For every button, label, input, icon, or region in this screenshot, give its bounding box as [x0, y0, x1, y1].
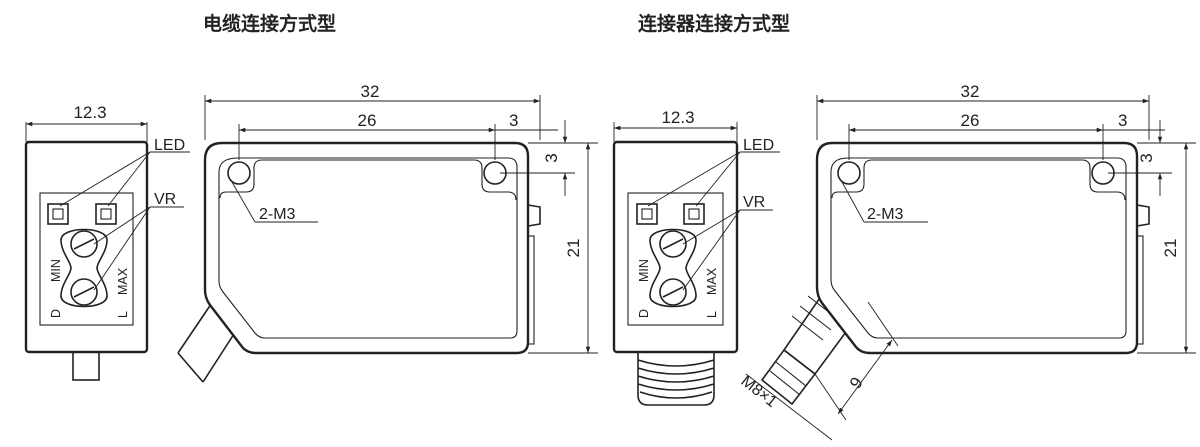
front-housing — [24, 140, 149, 354]
cable-stub — [72, 351, 100, 381]
connector-thread-dimension-line — [745, 373, 833, 441]
min-label: MIN — [637, 259, 651, 282]
front-width-label: 12.3 — [661, 108, 694, 127]
led-indicator-1 — [47, 203, 69, 225]
led-indicator-2 — [95, 203, 117, 225]
d-label: D — [49, 309, 63, 318]
max-label: MAX — [116, 267, 130, 295]
height-label: 21 — [564, 239, 583, 258]
connector-front-view: 12.3 MIN D MAX L LED VR — [612, 108, 780, 406]
hole-callout-label: 2-M3 — [259, 206, 296, 223]
connector-type-panel: 连接器连接方式型 12.3 MIN D MAX L LED — [612, 12, 1196, 441]
hole-spacing-label: 26 — [961, 111, 980, 130]
height-label: 21 — [1161, 239, 1180, 258]
connector-thread-label: M8×1 — [738, 373, 780, 411]
connector-length-dimension-line — [837, 339, 893, 415]
d-label: D — [637, 309, 651, 318]
hole-offset-label: 3 — [542, 153, 561, 162]
hole-callout-label: 2-M3 — [867, 206, 904, 223]
cable-front-view: 12.3 MIN D MAX L LED VR — [24, 103, 190, 381]
front-width-label: 12.3 — [73, 103, 106, 122]
mount-hole-left — [227, 161, 251, 185]
edge-offset-label: 3 — [1118, 111, 1127, 130]
side-latch — [1136, 204, 1150, 227]
led-callout-label: LED — [743, 137, 774, 154]
hole-offset-label: 3 — [1137, 153, 1156, 162]
vr-callout-label: VR — [743, 194, 765, 211]
max-label: MAX — [705, 267, 719, 295]
side-housing — [203, 141, 530, 355]
vr-callout-label: VR — [154, 191, 176, 208]
control-panel-recess — [627, 192, 724, 326]
side-latch — [527, 204, 541, 227]
vr-knob-top — [659, 230, 687, 258]
led-callout-label: LED — [154, 137, 185, 154]
connector-plug-front — [637, 352, 715, 406]
side-housing — [815, 141, 1139, 355]
led-indicator-2 — [683, 203, 705, 225]
l-label: L — [116, 311, 130, 318]
connector-length-label: 9 — [846, 374, 867, 393]
vr-knob-bottom — [70, 278, 98, 306]
control-panel-recess — [39, 192, 134, 326]
overall-width-label: 32 — [961, 82, 980, 101]
vr-knob-top — [70, 230, 98, 258]
adjuster-frame — [60, 228, 108, 308]
adjuster-frame — [649, 228, 697, 308]
cable-side-view: 2-M3 32 26 3 3 21 — [177, 82, 598, 383]
led-indicator-1 — [636, 203, 658, 225]
edge-offset-label: 3 — [509, 111, 518, 130]
connector-type-title: 连接器连接方式型 — [638, 12, 790, 35]
cable-type-panel: 电缆连接方式型 12.3 MIN D MAX L LED — [24, 12, 598, 383]
front-housing — [612, 140, 739, 354]
cable-type-title: 电缆连接方式型 — [203, 12, 336, 35]
min-label: MIN — [49, 259, 63, 282]
l-label: L — [705, 311, 719, 318]
mount-hole-left — [837, 161, 861, 185]
overall-width-label: 32 — [361, 82, 380, 101]
hole-spacing-label: 26 — [358, 111, 377, 130]
connector-side-view: 2-M3 M8×1 9 32 26 3 3 — [738, 82, 1196, 441]
vr-knob-bottom — [659, 278, 687, 306]
